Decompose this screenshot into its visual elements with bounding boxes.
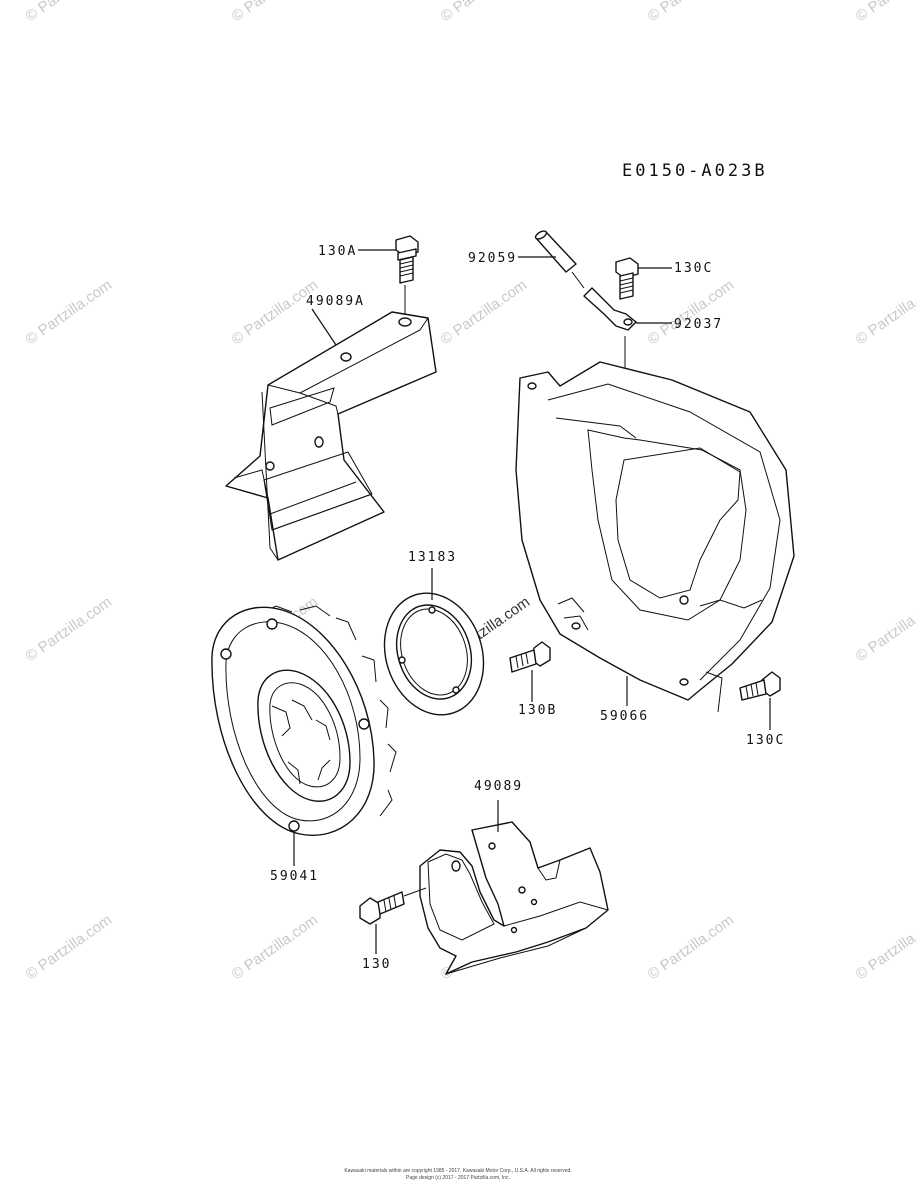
tube-92059 [534,230,577,273]
watermark: © Partzilla.com [645,0,738,25]
bolt-130 [359,891,405,925]
part-label-59066: 59066 [600,709,649,724]
copyright-line: Page design (c) 2017 - 2017 Partzilla.co… [406,1175,510,1181]
watermark: © Partzilla.com [229,911,322,983]
watermark: © Partzilla.com [23,593,116,665]
watermark: © Partzilla.com [853,593,917,665]
part-label-92037: 92037 [674,317,723,332]
plate-13183 [383,592,485,716]
bracket-49089a [225,311,437,561]
watermark: © Partzilla.com [229,0,322,25]
assembly-line [705,671,723,713]
watermark: © Partzilla.com [23,911,116,983]
bolt-130c-bottom [739,671,781,701]
cover-49089 [419,821,609,975]
watermark: © Partzilla.com [438,0,531,25]
watermark: © Partzilla.com [853,0,917,25]
part-label-130c-bottom: 130C [746,733,785,748]
bolt-130a [395,235,419,284]
bolt-130c-top [615,257,639,300]
diagram-code: E0150-A023B [622,161,768,181]
watermark: © Partzilla.com [229,276,322,348]
part-label-92059: 92059 [468,251,517,266]
part-label-59041: 59041 [270,869,319,884]
watermark: © Partzilla.com [23,0,116,25]
part-label-130b: 130B [518,703,557,718]
fan-housing-59066 [515,361,795,701]
watermark: © Partzilla.com [853,911,917,983]
watermark: © Partzilla.com [853,276,917,348]
part-label-49089: 49089 [474,779,523,794]
part-label-13183: 13183 [408,550,457,565]
bolt-130b [509,641,551,673]
watermark: © Partzilla.com [645,911,738,983]
part-label-130a: 130A [318,244,357,259]
assembly-line [571,271,585,289]
watermark: © Partzilla.com [23,276,116,348]
flywheel-fan-59041 [211,605,397,836]
watermark: © Partzilla.com [438,276,531,348]
clip-92037 [583,287,637,331]
part-label-130c: 130C [674,261,713,276]
watermark: © Partzilla.com [645,276,738,348]
copyright-line: Kawasaki materials within are copyright … [344,1168,571,1174]
part-label-49089a: 49089A [306,294,365,309]
assembly-line [403,887,427,897]
part-label-130: 130 [362,957,391,972]
leader-line [311,308,337,346]
